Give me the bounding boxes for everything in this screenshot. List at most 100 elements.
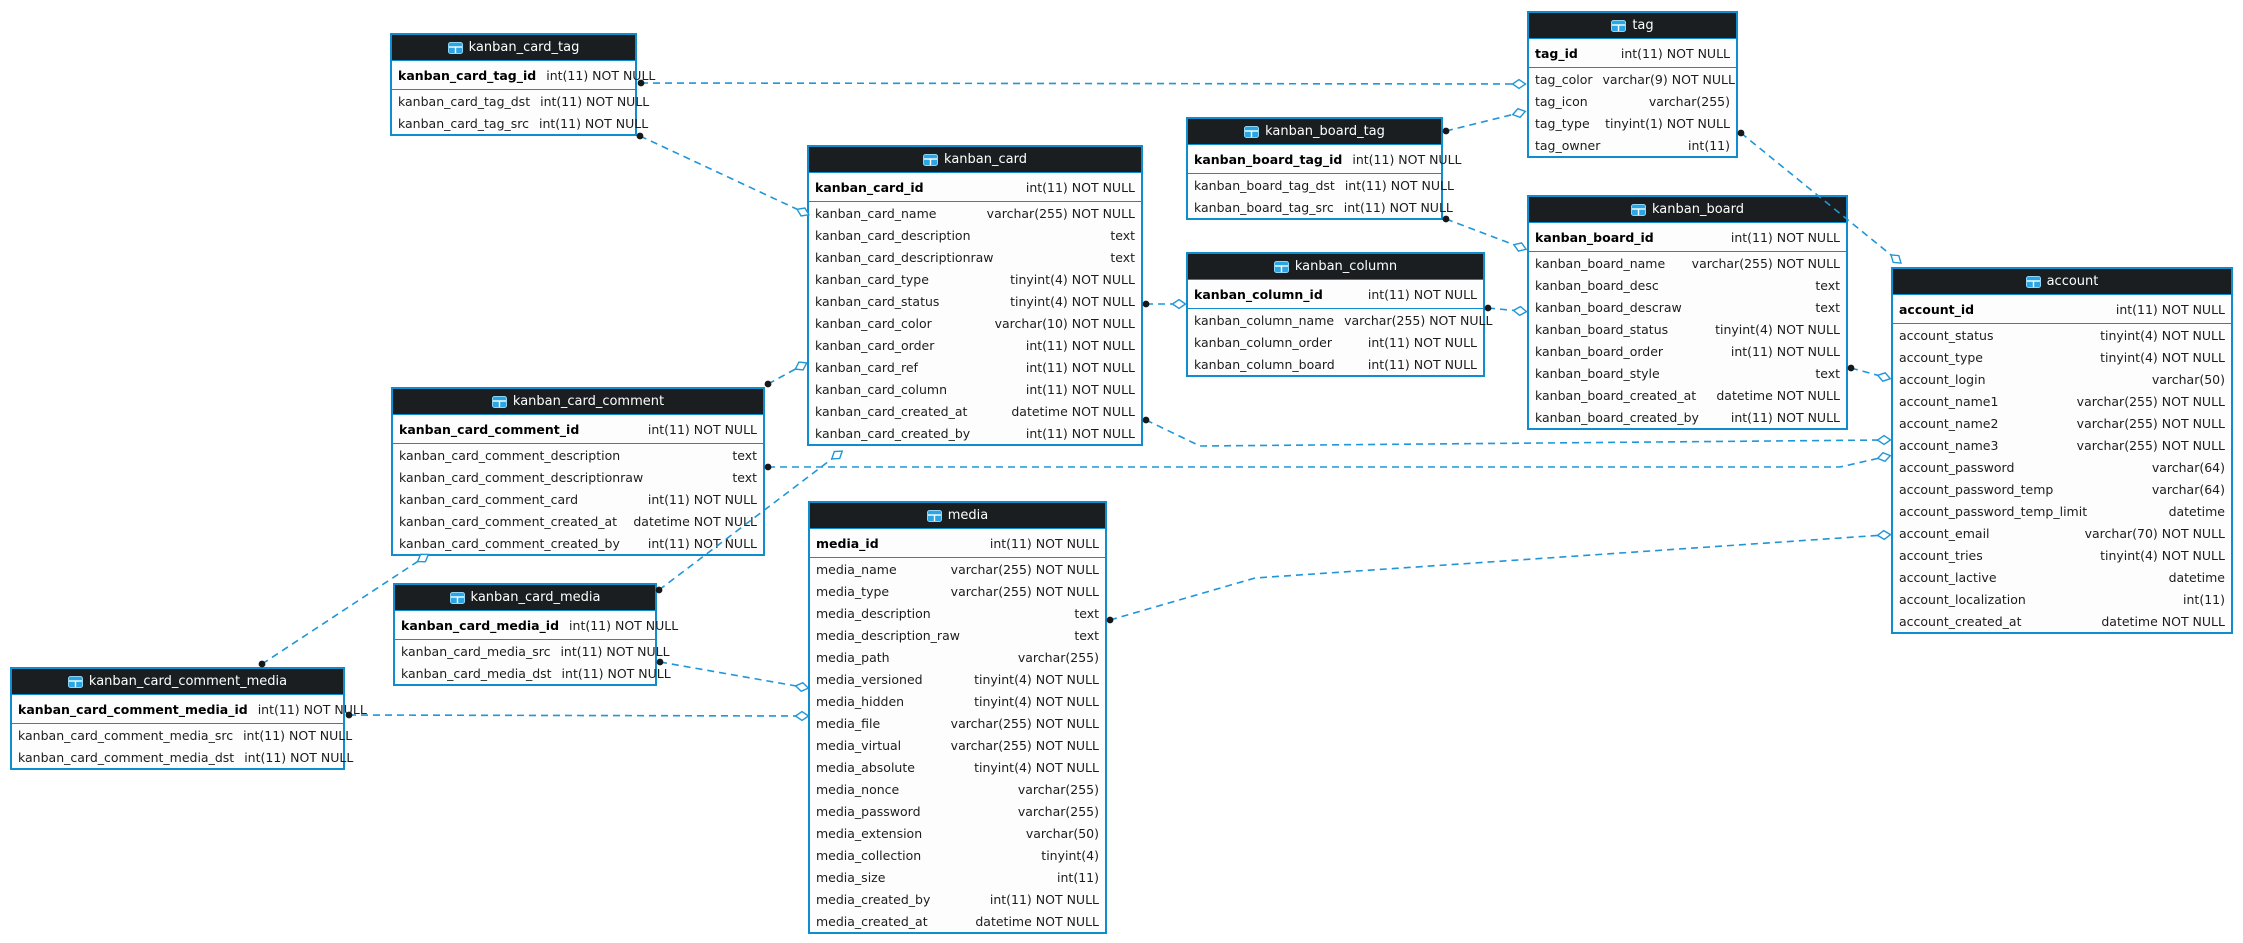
relationship-line[interactable]: [348, 714, 803, 717]
relationship-kanban_card_comment_media-to-media[interactable]: [345, 710, 810, 722]
relationship-line[interactable]: [1445, 112, 1520, 132]
table-header[interactable]: kanban_card_media: [395, 585, 655, 611]
table-header[interactable]: kanban_card: [809, 147, 1141, 173]
table-header[interactable]: kanban_card_tag: [392, 35, 635, 61]
table-header[interactable]: account: [1893, 269, 2231, 295]
table-header[interactable]: kanban_card_comment_media: [12, 669, 343, 695]
relationship-kanban_card_tag-to-tag[interactable]: [637, 78, 1527, 90]
relationship-line[interactable]: [658, 454, 838, 591]
table-kanban_card_comment_media[interactable]: kanban_card_comment_media kanban_card_com…: [10, 667, 367, 770]
relationship-line[interactable]: [767, 365, 802, 385]
relationship-line[interactable]: [261, 557, 424, 665]
relationship-line[interactable]: [1740, 132, 1897, 260]
table-header[interactable]: kanban_board: [1529, 197, 1846, 223]
relationship-line[interactable]: [768, 456, 1885, 468]
relationship-kanban_board_tag-to-kanban_board[interactable]: [1442, 215, 1528, 252]
table-header[interactable]: kanban_column: [1188, 254, 1483, 280]
table-header[interactable]: kanban_board_tag: [1188, 119, 1441, 145]
relationship-kanban_card_comment-to-kanban_card[interactable]: [764, 361, 808, 388]
relationship-line[interactable]: [659, 661, 803, 688]
relationship-kanban_card_media-to-media[interactable]: [656, 658, 810, 693]
relationship-line[interactable]: [1109, 534, 1885, 621]
relationship-kanban_card_media-to-kanban_card[interactable]: [655, 450, 844, 594]
relationship-kanban_board_tag-to-tag[interactable]: [1442, 107, 1527, 135]
relationship-kanban_card_comment-to-account[interactable]: [764, 451, 1892, 471]
relationship-tag-to-account[interactable]: [1737, 129, 1902, 264]
relationship-line[interactable]: [1445, 218, 1521, 248]
relationship-kanban_card_comment_media-to-kanban_card_comment[interactable]: [258, 553, 430, 668]
relationship-line[interactable]: [639, 135, 804, 213]
table-header[interactable]: kanban_card_comment: [393, 389, 763, 415]
